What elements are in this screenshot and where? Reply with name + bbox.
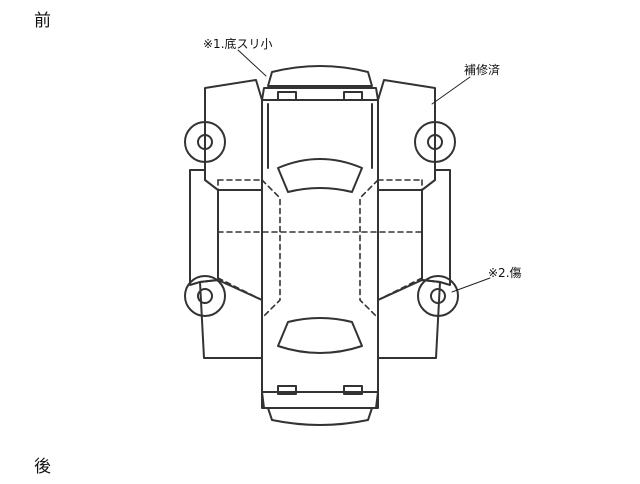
callout-leader-lines (237, 49, 491, 293)
left-side-panel (189, 169, 219, 286)
rear-bumper (261, 391, 379, 409)
right-taillight (343, 385, 363, 395)
right-rear-fender-panel (377, 279, 441, 359)
right-rear-wheel (417, 275, 459, 317)
front-windshield (277, 158, 363, 193)
door-panel-lines (217, 179, 423, 319)
callout-underbody-scrape: ※1.底スリ小 (203, 37, 273, 51)
front-direction-label: 前 (34, 11, 51, 31)
rear-direction-label: 後 (34, 457, 51, 477)
left-headlight (277, 91, 297, 101)
left-taillight (277, 385, 297, 395)
front-bumper (267, 65, 373, 87)
leader-repaired (431, 76, 471, 105)
callout-scratch: ※2.傷 (488, 266, 522, 280)
car-body-outline (261, 99, 379, 409)
right-side-panel (421, 169, 451, 286)
right-front-fender-panel (377, 79, 436, 191)
rear-bumper-lower (267, 407, 373, 426)
right-headlight (343, 91, 363, 101)
left-front-fender-panel (204, 79, 263, 191)
left-rear-wheel (184, 275, 226, 317)
left-front-wheel (184, 121, 226, 163)
leader-scratch (451, 277, 491, 293)
callout-repaired: 補修済 (464, 63, 501, 77)
right-front-wheel (414, 121, 456, 163)
front-bumper-lower (261, 87, 379, 101)
leader-underbody-scrape (237, 49, 267, 77)
rear-windshield (277, 317, 363, 354)
